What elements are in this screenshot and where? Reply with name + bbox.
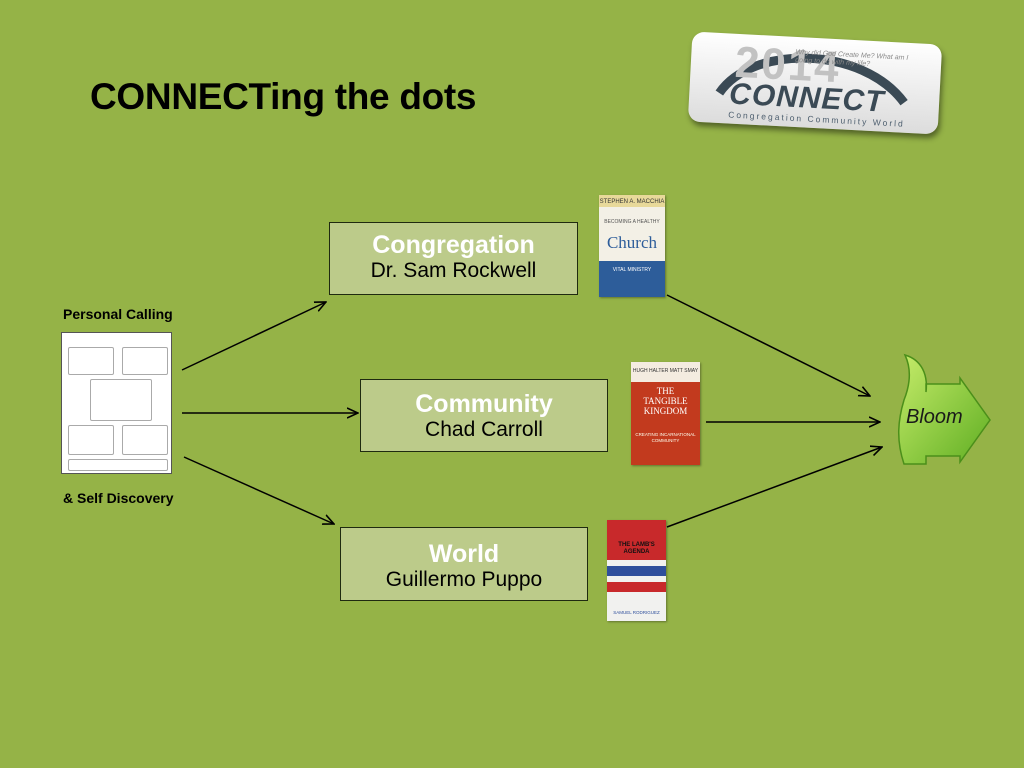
- arrow-world-to-bloom: [666, 447, 882, 528]
- worksheet-thumbnail: [61, 332, 172, 474]
- arrow-congregation-to-bloom: [666, 294, 870, 396]
- book-tangible-kingdom: HUGH HALTER MATT SMAY THE TANGIBLE KINGD…: [631, 362, 700, 465]
- congregation-box: Congregation Dr. Sam Rockwell: [329, 222, 578, 295]
- logo-swoosh-icon: [715, 53, 908, 106]
- world-heading: World: [428, 540, 500, 568]
- community-box: Community Chad Carroll: [360, 379, 608, 452]
- arrow-to-congregation: [181, 302, 326, 371]
- book-healthy-church: STEPHEN A. MACCHIA BECOMING A HEALTHY Ch…: [599, 195, 665, 297]
- book-lambs-agenda: THE LAMB'S AGENDA SAMUEL RODRIGUEZ: [607, 520, 666, 621]
- bloom-arrow-icon: [897, 353, 991, 465]
- world-box: World Guillermo Puppo: [340, 527, 588, 601]
- slide-title: CONNECTing the dots: [90, 76, 477, 117]
- self-discovery-label: & Self Discovery: [63, 490, 174, 506]
- community-heading: Community: [415, 390, 553, 418]
- personal-calling-label: Personal Calling: [63, 306, 173, 322]
- community-speaker: Chad Carroll: [425, 418, 543, 441]
- bloom-label: Bloom: [906, 406, 963, 428]
- world-speaker: Guillermo Puppo: [385, 568, 543, 591]
- congregation-speaker: Dr. Sam Rockwell: [370, 259, 537, 282]
- congregation-heading: Congregation: [372, 231, 535, 259]
- connect-logo: 2014 Why did God Create Me? What am I go…: [687, 31, 943, 135]
- arrow-to-world: [183, 456, 334, 524]
